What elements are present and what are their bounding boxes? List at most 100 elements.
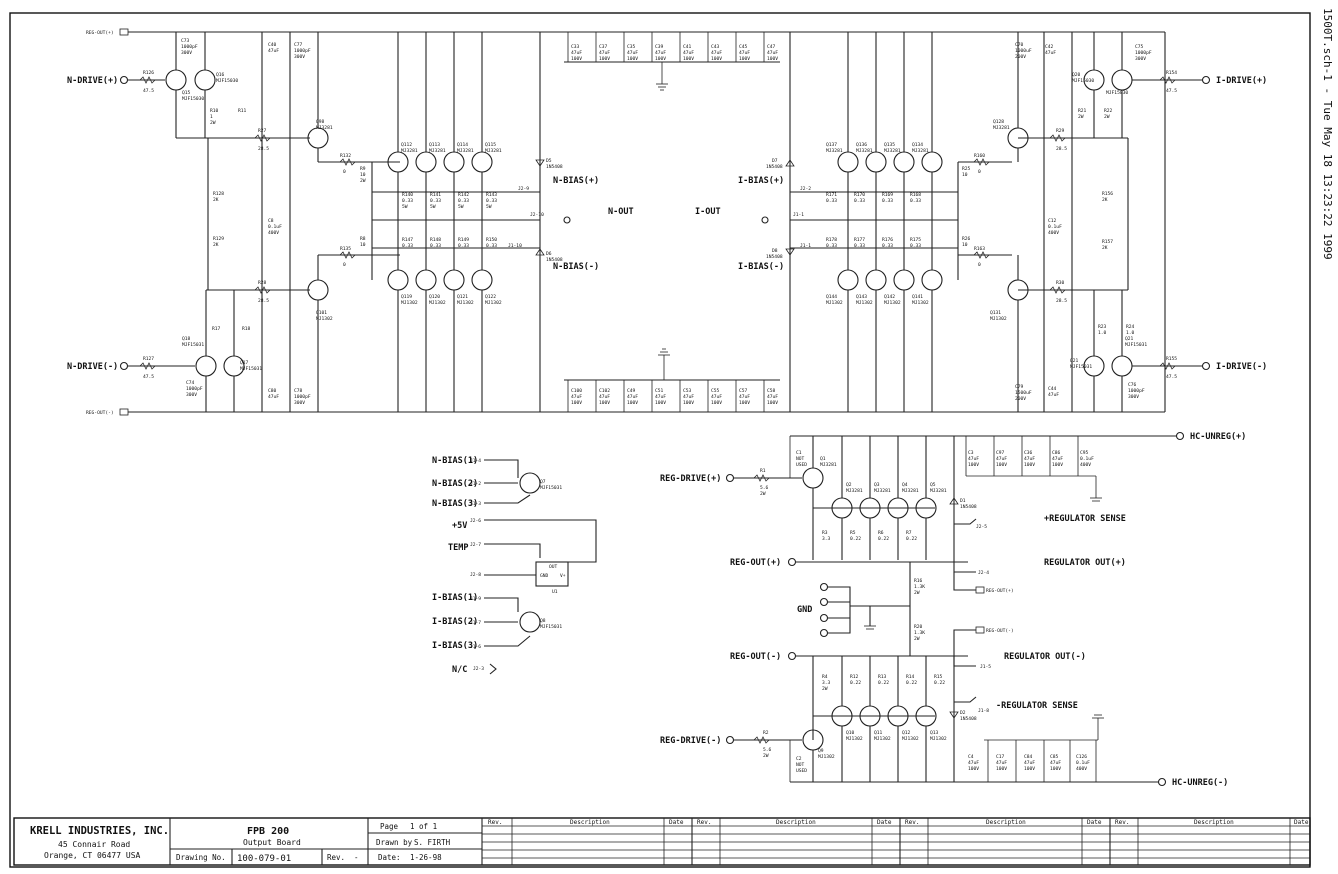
- top-capacitor-bank: C33 C37 C35 C39 C41 C43 C45 C47 47uF 47u…: [567, 32, 778, 91]
- svg-text:REG-OUT(-): REG-OUT(-): [986, 628, 1014, 634]
- svg-text:1.0: 1.0: [1126, 330, 1135, 336]
- svg-text:J2-4: J2-4: [978, 570, 989, 576]
- gnd-terminal-3[interactable]: [819, 613, 829, 623]
- svg-text:Q5: Q5: [930, 482, 936, 488]
- svg-text:D5: D5: [546, 158, 552, 164]
- svg-text:47uF: 47uF: [655, 50, 666, 56]
- reg-drive-neg-terminal[interactable]: [725, 735, 735, 745]
- svg-text:R155: R155: [1166, 356, 1177, 362]
- q141-transistor: [921, 269, 943, 291]
- i-drive-neg-terminal[interactable]: [1201, 361, 1211, 371]
- svg-text:MJF15031: MJF15031: [1125, 342, 1147, 348]
- svg-text:1.0: 1.0: [1098, 330, 1107, 336]
- svg-text:R23: R23: [1098, 324, 1107, 330]
- gnd-terminal-1[interactable]: [819, 582, 829, 592]
- svg-text:MJ1302: MJ1302: [457, 300, 474, 306]
- svg-text:0.33: 0.33: [854, 243, 865, 249]
- svg-text:0.33: 0.33: [402, 198, 413, 204]
- q118-transistor: [387, 269, 409, 291]
- svg-text:R128: R128: [213, 191, 224, 197]
- q16-transistor: [194, 69, 216, 91]
- svg-text:R30: R30: [1056, 280, 1065, 286]
- svg-text:MJ1302: MJ1302: [818, 754, 835, 760]
- svg-text:Q4: Q4: [902, 482, 908, 488]
- svg-text:C1: C1: [796, 450, 802, 456]
- svg-text:MJ3281: MJ3281: [902, 488, 919, 494]
- hc-unreg-pos-terminal[interactable]: [1175, 431, 1185, 441]
- svg-text:Q11: Q11: [874, 730, 883, 736]
- svg-text:R176: R176: [882, 237, 893, 243]
- svg-text:0.1uF: 0.1uF: [1048, 224, 1062, 230]
- svg-text:MJ1302: MJ1302: [884, 300, 901, 306]
- i-drive-pos-terminal[interactable]: [1201, 75, 1211, 85]
- svg-text:5W: 5W: [458, 204, 464, 210]
- svg-text:0.33: 0.33: [458, 198, 469, 204]
- svg-text:Q119: Q119: [401, 294, 412, 300]
- q15-transistor: [165, 69, 187, 91]
- svg-text:MJF15031: MJF15031: [182, 342, 204, 348]
- svg-text:0.22: 0.22: [906, 680, 917, 686]
- reg-drive-pos-terminal[interactable]: [725, 473, 735, 483]
- q121-transistor: [443, 269, 465, 291]
- reg-out-pos-label: REG-OUT(+): [730, 558, 781, 568]
- svg-text:Q21: Q21: [1125, 336, 1134, 342]
- hc-unreg-neg-terminal[interactable]: [1157, 777, 1167, 787]
- svg-text:J2-10: J2-10: [530, 212, 544, 218]
- n-out-terminal[interactable]: [563, 216, 571, 224]
- svg-text:J2-9: J2-9: [518, 186, 529, 192]
- d2-diode: [949, 711, 959, 719]
- svg-text:0.33: 0.33: [882, 198, 893, 204]
- i-out-terminal[interactable]: [761, 216, 769, 224]
- svg-text:47uF: 47uF: [268, 394, 279, 400]
- svg-text:MJ3281: MJ3281: [912, 148, 929, 154]
- reg-out-pos-terminal[interactable]: [787, 557, 797, 567]
- n-output-bank-top: R9 10 2W R8 10 Q112 Q113 Q114 Q115 MJ328…: [360, 32, 540, 280]
- svg-text:R25: R25: [962, 166, 971, 172]
- svg-text:C78: C78: [294, 388, 303, 394]
- svg-text:V+: V+: [560, 573, 566, 579]
- svg-text:2W: 2W: [914, 590, 920, 596]
- svg-text:Q2: Q2: [846, 482, 852, 488]
- svg-text:D2: D2: [960, 710, 966, 716]
- hc-unreg-pos-label: HC-UNREG(+): [1190, 432, 1246, 442]
- n-drive-neg-terminal[interactable]: [119, 361, 129, 371]
- svg-text:C77: C77: [294, 42, 303, 48]
- i-drive-neg-label: I-DRIVE(-): [1216, 362, 1267, 372]
- svg-text:47uF: 47uF: [599, 50, 610, 56]
- svg-text:200V: 200V: [1015, 396, 1026, 402]
- svg-text:C39: C39: [655, 44, 664, 50]
- gnd-terminal-4[interactable]: [819, 628, 829, 638]
- svg-text:R8: R8: [360, 236, 366, 242]
- sheet-border: [9, 12, 1311, 868]
- svg-text:0.33: 0.33: [486, 198, 497, 204]
- svg-text:0.1uF: 0.1uF: [1080, 456, 1094, 462]
- d7-diode: [785, 159, 795, 167]
- svg-text:C12: C12: [1048, 218, 1057, 224]
- svg-text:1000pF: 1000pF: [186, 386, 203, 392]
- q135-transistor: [893, 151, 915, 173]
- svg-text:0: 0: [343, 262, 346, 268]
- q101-transistor: [307, 279, 329, 301]
- svg-text:400V: 400V: [1080, 462, 1091, 468]
- svg-text:5W: 5W: [402, 204, 408, 210]
- svg-text:MJ3281: MJ3281: [820, 462, 837, 468]
- reg-out-neg-terminal[interactable]: [787, 651, 797, 661]
- file-stamp-margin: 1500T.sch-1 - Tue May 18 13:23:22 1999: [1320, 8, 1338, 868]
- reg-out-neg-label: REG-OUT(-): [730, 652, 781, 662]
- gnd-terminal-2[interactable]: [819, 597, 829, 607]
- svg-text:1N5408: 1N5408: [546, 257, 563, 263]
- n-output-bank-bottom: Q119 Q120 Q121 Q122 MJ1302 MJ1302 MJ1302…: [387, 220, 502, 412]
- svg-text:47uF: 47uF: [996, 760, 1007, 766]
- svg-text:C76: C76: [1128, 382, 1137, 388]
- n-drive-pos-terminal[interactable]: [119, 75, 129, 85]
- date-value: 1-26-98: [410, 853, 442, 862]
- svg-text:Rev.: Rev.: [1115, 819, 1129, 826]
- svg-text:N-BIAS(3): N-BIAS(3): [432, 499, 478, 509]
- svg-text:100V: 100V: [627, 56, 638, 62]
- svg-text:R168: R168: [910, 192, 921, 198]
- svg-text:MJF15031: MJF15031: [240, 366, 262, 372]
- svg-text:47uF: 47uF: [711, 394, 722, 400]
- svg-text:300V: 300V: [1135, 56, 1146, 62]
- gnd-label: GND: [797, 605, 812, 615]
- svg-text:47uF: 47uF: [996, 456, 1007, 462]
